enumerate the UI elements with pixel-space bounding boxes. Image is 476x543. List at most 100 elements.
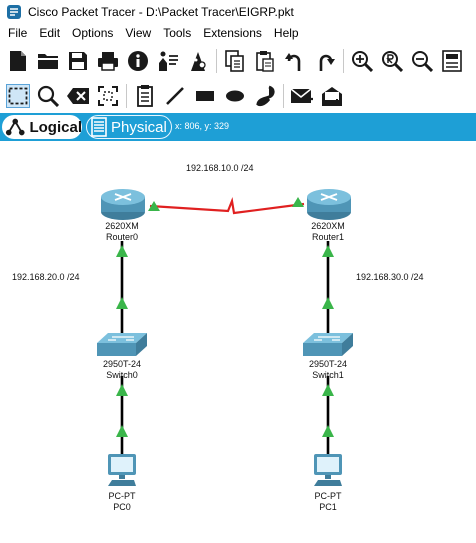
pc0-model: PC-PT bbox=[108, 491, 136, 501]
palette-button[interactable] bbox=[440, 49, 464, 73]
toolbar-separator bbox=[216, 49, 217, 73]
pc0-name: PC0 bbox=[113, 502, 131, 512]
draw-rectangle-icon bbox=[196, 91, 214, 101]
undo-button[interactable] bbox=[283, 49, 307, 73]
menu-extensions[interactable]: Extensions bbox=[203, 26, 262, 40]
title-bar: Cisco Packet Tracer - D:\Packet Tracer\E… bbox=[0, 0, 476, 24]
delete-icon bbox=[67, 88, 89, 104]
pc0[interactable] bbox=[106, 453, 138, 487]
activity-wizard-icon bbox=[159, 51, 178, 71]
menu-view[interactable]: View bbox=[125, 26, 152, 40]
print-button[interactable] bbox=[96, 49, 120, 73]
pc-icon bbox=[108, 454, 136, 486]
packet-tracer-app-icon bbox=[7, 5, 21, 19]
save-button[interactable] bbox=[66, 49, 90, 73]
logical-workspace-icon bbox=[5, 118, 25, 136]
router0-label: 2620XM Router0 bbox=[87, 221, 157, 243]
link-up-indicator bbox=[322, 297, 334, 309]
zoom-out-button[interactable] bbox=[410, 49, 434, 73]
router0-model: 2620XM bbox=[105, 221, 139, 231]
pc1-model: PC-PT bbox=[314, 491, 342, 501]
topology-links bbox=[116, 196, 334, 454]
link-up-indicator bbox=[322, 384, 334, 396]
pc1-label: PC-PT PC1 bbox=[293, 491, 363, 513]
router1[interactable] bbox=[306, 187, 352, 221]
network-label-top[interactable]: 192.168.10.0 /24 bbox=[184, 162, 256, 174]
link-up-indicator bbox=[322, 425, 334, 437]
pc0-label: PC-PT PC0 bbox=[87, 491, 157, 513]
open-button[interactable] bbox=[36, 49, 60, 73]
menu-file[interactable]: File bbox=[8, 26, 28, 40]
switch-icon bbox=[97, 333, 147, 356]
simple-pdu-button[interactable] bbox=[290, 84, 314, 108]
router1-label: 2620XM Router1 bbox=[293, 221, 363, 243]
tab-logical-label: Logical bbox=[29, 118, 82, 136]
menu-options[interactable]: Options bbox=[72, 26, 114, 40]
cursor-coordinates: x: 806, y: 329 bbox=[175, 121, 230, 131]
link-up-indicator bbox=[292, 197, 304, 207]
note-button[interactable] bbox=[133, 84, 157, 108]
zoom-reset-button[interactable] bbox=[380, 49, 404, 73]
switch1-name: Switch1 bbox=[312, 370, 344, 380]
resize-button[interactable] bbox=[96, 84, 120, 108]
network-label-left[interactable]: 192.168.20.0 /24 bbox=[10, 271, 82, 283]
palette-icon bbox=[442, 50, 462, 72]
pc1[interactable] bbox=[312, 453, 344, 487]
print-icon bbox=[98, 52, 118, 71]
zoom-in-button[interactable] bbox=[350, 49, 374, 73]
network-label-right[interactable]: 192.168.30.0 /24 bbox=[354, 271, 426, 283]
switch-icon bbox=[303, 333, 353, 356]
info-button[interactable] bbox=[126, 49, 150, 73]
activity-wizard-button[interactable] bbox=[156, 49, 180, 73]
save-icon bbox=[69, 52, 87, 70]
new-file-button[interactable] bbox=[6, 49, 30, 73]
freeform-button[interactable] bbox=[253, 84, 277, 108]
main-toolbar bbox=[0, 44, 476, 78]
complex-pdu-button[interactable] bbox=[320, 84, 344, 108]
draw-line-button[interactable] bbox=[163, 84, 187, 108]
draw-ellipse-icon bbox=[226, 90, 244, 102]
tab-logical[interactable]: Logical bbox=[2, 115, 82, 139]
menu-help[interactable]: Help bbox=[273, 26, 299, 40]
zoom-in-icon bbox=[352, 51, 373, 72]
info-icon bbox=[128, 51, 148, 71]
link-up-indicator bbox=[148, 201, 160, 211]
delete-button[interactable] bbox=[66, 84, 90, 108]
tab-physical-label: Physical bbox=[111, 118, 167, 136]
menu-bar: File Edit Options View Tools Extensions … bbox=[0, 24, 476, 42]
draw-rectangle-button[interactable] bbox=[193, 84, 217, 108]
resize-icon bbox=[98, 86, 118, 106]
paste-button[interactable] bbox=[253, 49, 277, 73]
select-icon bbox=[8, 87, 28, 105]
router-icon bbox=[307, 189, 351, 220]
draw-ellipse-button[interactable] bbox=[223, 84, 247, 108]
note-icon bbox=[137, 85, 153, 107]
switch1[interactable] bbox=[302, 331, 354, 357]
inspect-button[interactable] bbox=[36, 84, 60, 108]
router0[interactable] bbox=[100, 187, 146, 221]
copy-button[interactable] bbox=[223, 49, 247, 73]
paste-icon bbox=[256, 51, 274, 72]
zoom-reset-icon bbox=[382, 51, 403, 72]
zoom-out-icon bbox=[412, 51, 433, 72]
menu-edit[interactable]: Edit bbox=[39, 26, 61, 40]
toolbar-separator bbox=[126, 84, 127, 108]
redo-icon bbox=[319, 54, 335, 71]
physical-workspace-icon bbox=[91, 117, 107, 137]
router1-model: 2620XM bbox=[311, 221, 345, 231]
custom-pdu-button[interactable] bbox=[186, 49, 210, 73]
serial-link[interactable] bbox=[149, 196, 305, 215]
redo-button[interactable] bbox=[313, 49, 337, 73]
topology-canvas[interactable]: 192.168.10.0 /24 192.168.20.0 /24 192.16… bbox=[0, 141, 476, 543]
copy-icon bbox=[225, 50, 244, 72]
custom-pdu-icon bbox=[191, 52, 206, 71]
router1-name: Router1 bbox=[311, 232, 345, 242]
select-button[interactable] bbox=[6, 84, 30, 108]
link-up-indicator bbox=[322, 245, 334, 257]
switch0[interactable] bbox=[96, 331, 148, 357]
menu-tools[interactable]: Tools bbox=[163, 26, 192, 40]
switch0-model: 2950T-24 bbox=[102, 359, 142, 369]
workspace-mode-bar: Logical Physical x: 806, y: 329 bbox=[0, 113, 476, 141]
tab-physical[interactable]: Physical bbox=[86, 115, 172, 139]
inspect-icon bbox=[37, 85, 59, 107]
